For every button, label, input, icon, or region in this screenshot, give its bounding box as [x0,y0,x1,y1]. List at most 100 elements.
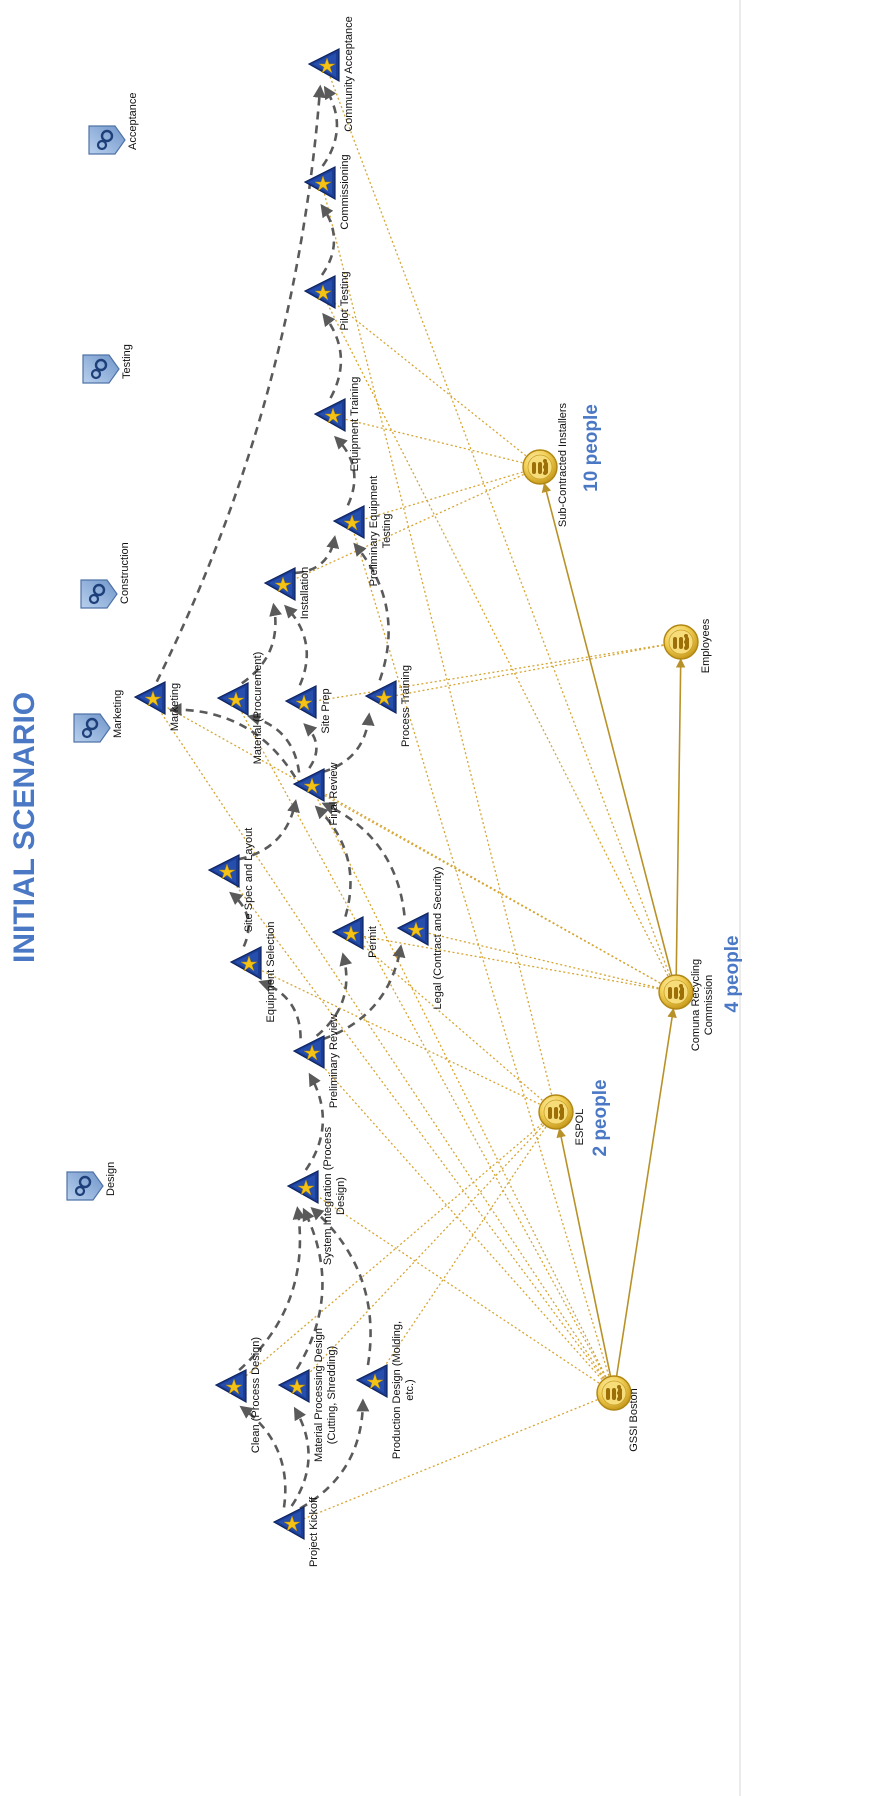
phase-acceptance[interactable]: Acceptance [88,93,139,155]
resource-label: GSSI Boston [628,1388,640,1452]
task-label-line: Site Prep [320,688,332,733]
task-label-line: Preliminary Equipment [368,476,380,587]
task-pilot_testing[interactable]: Pilot Testing [303,271,351,331]
assignment-comuna-legal [414,929,677,993]
dependency-commissioning-community_acceptance [321,85,339,167]
dependency-final_review-process_training [322,712,375,774]
resource-label-line: Comuna Recycling [690,959,702,1051]
assignment-gssi-preliminary_review [310,1052,615,1394]
task-process_training[interactable]: Process Training [364,665,412,747]
assignment-espol-permit [349,933,557,1113]
assignment-espol-material_processing [295,1111,557,1388]
dependency-production_design-system_integration [310,1206,372,1366]
task-material_processing[interactable]: Material Processing Design(Cutting, Shre… [277,1328,338,1462]
task-preliminary_review[interactable]: Preliminary Review [292,1014,340,1108]
task-label-line: Testing [381,514,393,549]
resource-label: ESPOL [574,1109,586,1146]
dependency-installation-prelim_equipment_testing [295,535,340,575]
resource-gssi[interactable]: GSSI Boston [596,1375,640,1452]
task-kickoff[interactable]: Project Kickoff [272,1496,320,1567]
assignment-espol-equipment_selection [247,963,557,1113]
dependency-permit-final_review [314,805,352,917]
assignment-comuna-pilot_testing [321,292,677,993]
assignment-comuna-community_acceptance [325,65,677,993]
task-community_acceptance[interactable]: Community Acceptance [307,16,355,132]
task-label: Site Spec and Layout [243,828,255,933]
phase-gears-icon [66,1171,104,1201]
assignment-espol-commissioning [321,183,557,1113]
dependency-final_review-material_procurement [247,712,301,773]
phase-testing[interactable]: Testing [82,344,133,384]
task-milestone-icon [229,946,262,981]
task-milestone-icon [284,685,317,720]
task-label: Pilot Testing [339,271,351,330]
task-production_design[interactable]: Production Design (Molding,etc.) [355,1321,416,1459]
dependency-preliminary_review-permit [315,952,353,1037]
task-permit[interactable]: Permit [331,916,379,958]
task-label-line: etc.) [404,1379,416,1400]
task-label: Preliminary EquipmentTesting [368,476,393,587]
task-marketing_task[interactable]: Marketing [133,681,181,731]
page-title: INITIAL SCENARIO [8,692,41,963]
task-material_procurement[interactable]: Material (Procurement) [216,652,264,764]
phase-design[interactable]: Design [66,1162,117,1201]
task-label: Production Design (Molding,etc.) [391,1321,416,1459]
task-installation[interactable]: Installation [263,567,311,620]
task-final_review[interactable]: Final Review [292,762,340,825]
phase-label: Testing [121,344,133,379]
assignment-employees-site_prep [302,641,682,704]
task-legal[interactable]: Legal (Contract and Security) [396,866,444,1010]
assignment-gssi-kickoff [290,1392,615,1525]
phase-construction[interactable]: Construction [80,542,131,609]
assignment-comuna-final_review [310,785,677,993]
task-site_spec[interactable]: Site Spec and Layout [207,828,255,933]
phase-marketing[interactable]: Marketing [73,690,124,743]
resource-employees[interactable]: Employees [663,618,712,673]
dependency-legal-final_review [321,802,406,916]
task-equipment_selection[interactable]: Equipment Selection [229,922,277,1023]
dependency-site_prep-installation [284,604,309,686]
dependency-kickoff-production_design [299,1398,370,1510]
people-count-label: 2 people [590,1079,611,1156]
task-label: Community Acceptance [343,16,355,132]
task-prelim_equipment_testing[interactable]: Preliminary EquipmentTesting [332,476,393,587]
task-label-line: Installation [299,567,311,620]
task-label: Marketing [169,683,181,731]
task-milestone-icon [286,1170,319,1205]
resource-link-comuna-subcontracted [541,482,673,977]
assignment-gssi-site_spec [225,871,615,1394]
task-clean[interactable]: Clean (Process Design) [214,1337,262,1453]
dependency-material_processing-system_integration [295,1207,324,1370]
phases-layer: Design Marketing Construction Testing Accept… [66,93,139,1201]
resource-label: Comuna RecyclingCommission [690,959,715,1051]
dependency-material_procurement-installation [241,602,282,685]
assignment-edges-layer [151,65,682,1525]
task-label: Material (Procurement) [252,652,264,764]
assignment-gssi-marketing_task [151,698,615,1394]
resource-group-icon [538,1094,574,1130]
resource-link-gssi-comuna [615,1007,677,1378]
task-milestone-icon [277,1369,310,1404]
resource-label-line: Employees [700,618,712,673]
task-system_integration[interactable]: System Integration (ProcessDesign) [286,1126,347,1265]
task-commissioning[interactable]: Commissioning [303,154,351,230]
task-milestone-icon [303,166,336,201]
dependency-system_integration-preliminary_review [304,1072,325,1171]
task-label-line: Material Processing Design [313,1328,325,1462]
dependency-marketing_task-community_acceptance [155,84,326,683]
task-label: Process Training [400,665,412,747]
assignment-espol-clean [232,1111,557,1388]
task-milestone-icon [292,1035,325,1070]
task-equipment_training[interactable]: Equipment Training [313,377,361,472]
phase-label: Design [105,1162,117,1196]
task-site_prep[interactable]: Site Prep [284,685,332,734]
task-label: Installation [299,567,311,620]
dependency-pilot_testing-commissioning [320,203,336,276]
task-label: Commissioning [339,154,351,229]
assignment-comuna-marketing_task [151,698,677,993]
phase-gears-icon [88,125,126,155]
resource-espol[interactable]: ESPOL 2 people [538,1079,611,1157]
